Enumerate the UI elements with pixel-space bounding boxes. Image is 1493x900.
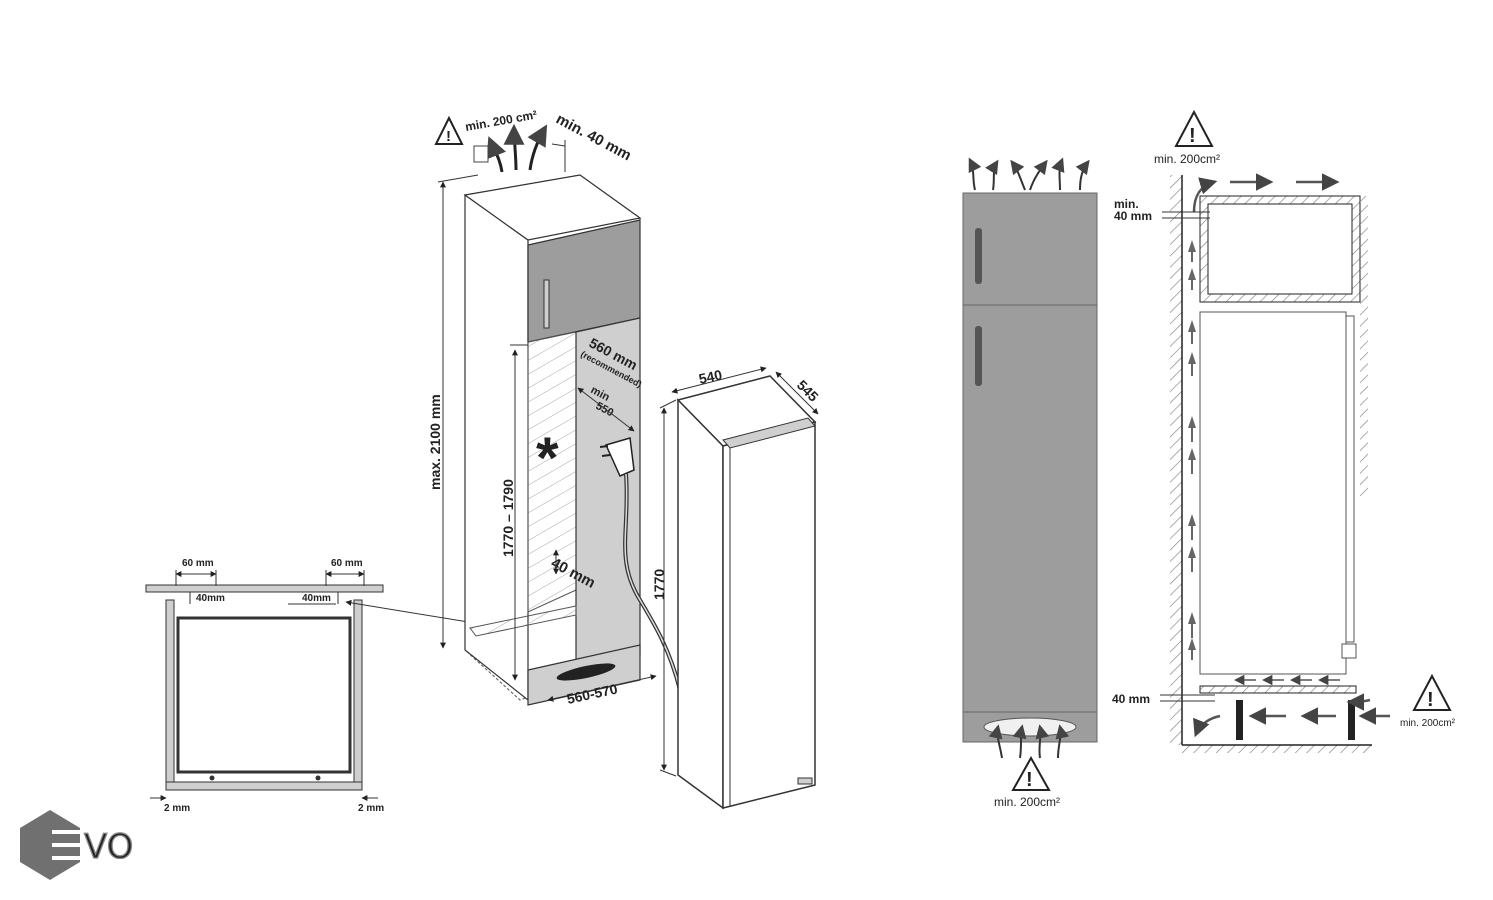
appliance-outline [176,616,352,774]
floor [1182,745,1372,753]
warning-icon-top: ! [434,115,464,145]
depth-left-label: 40mm [196,593,225,604]
fridge-upper-handle [975,228,982,284]
appliance-front [722,421,816,809]
cabinet-niche-diagram: * max. 2100 mm 1770 – 1790 560 mm (recom… [427,108,682,707]
appliance-left-side [677,398,724,810]
side-panel-hatch [1360,196,1368,496]
upper-door-handle [543,279,550,329]
svg-text:!: ! [1026,769,1033,791]
fridge-door-section [1345,315,1355,643]
fridge-lower-handle [975,326,982,386]
worktop [145,584,384,593]
fridge-section-diagram: min. 40 mm ! min. 200cm² 40 mm ! min. 20… [1112,109,1456,753]
logo-text: VO [84,827,133,867]
top-view-diagram: 60 mm 60 mm 40mm 40mm 2 mm 2 mm [145,558,506,814]
warning-icon-front: ! [1011,755,1051,791]
cabinet-left-wall [165,599,175,791]
plinth-section [1199,685,1357,694]
svg-text:!: ! [1189,125,1196,147]
cabinet-right-wall [353,599,363,791]
fridge-front-diagram: ! min. 200cm² [962,157,1098,809]
fridge-top-airflow-arrows [968,157,1090,191]
logo-hexagon-icon [20,810,80,880]
back-wall [1170,175,1182,745]
special-mark: * [536,426,559,491]
vent-top-area-label: min. 200 cm² [464,108,538,134]
warning-icon-section-bottom: ! [1412,673,1452,711]
evo-logo: VO [20,810,134,880]
fridge-upper-door [962,192,1098,306]
bottom-gap-right-label: 2 mm [358,803,384,814]
cabinet-top [463,174,642,241]
side-gap-right-label: 60 mm [331,558,363,569]
bottom-gap-left-label: 2 mm [164,803,190,814]
depth-right-label: 40mm [302,593,331,604]
svg-text:!: ! [446,128,451,145]
fridge-plinth-vent [983,717,1077,737]
top-clearance-line2: 40 mm [1114,209,1152,223]
bottom-clearance-label: 40 mm [1112,692,1150,706]
warning-icon-section-top: ! [1174,109,1214,147]
power-plug-icon [599,437,635,477]
section-bottom-vent-label: min. 200cm² [1400,718,1456,729]
appliance-width-label: 540 [697,366,723,387]
appliance-depth-label: 545 [794,377,822,405]
section-top-vent-label: min. 200cm² [1154,152,1220,166]
niche-height-label: 1770 – 1790 [500,479,516,557]
socket-icon [473,145,489,163]
section-airflow-top-arrows [1192,173,1340,213]
svg-text:!: ! [1427,689,1434,711]
max-height-label: max. 2100 mm [427,394,443,490]
foot-left [209,775,215,781]
top-airflow-arrows [486,123,548,173]
top-clearance-line1: min. [1114,197,1139,211]
section-airflow-up-arrows [1188,240,1196,660]
section-airflow-bottom-arrows [1193,693,1390,738]
fridge-body-section [1199,311,1347,675]
fridge-front-vent-label: min. 200cm² [994,795,1060,809]
side-gap-left-label: 60 mm [182,558,214,569]
fridge-bottom-airflow-arrows [988,724,1070,759]
foot-right [315,775,321,781]
fridge-lower-door [962,304,1098,713]
appliance-diagram: 540 545 1770 [651,366,822,810]
appliance-height-label: 1770 [651,569,667,600]
cabinet-floor [165,781,363,791]
